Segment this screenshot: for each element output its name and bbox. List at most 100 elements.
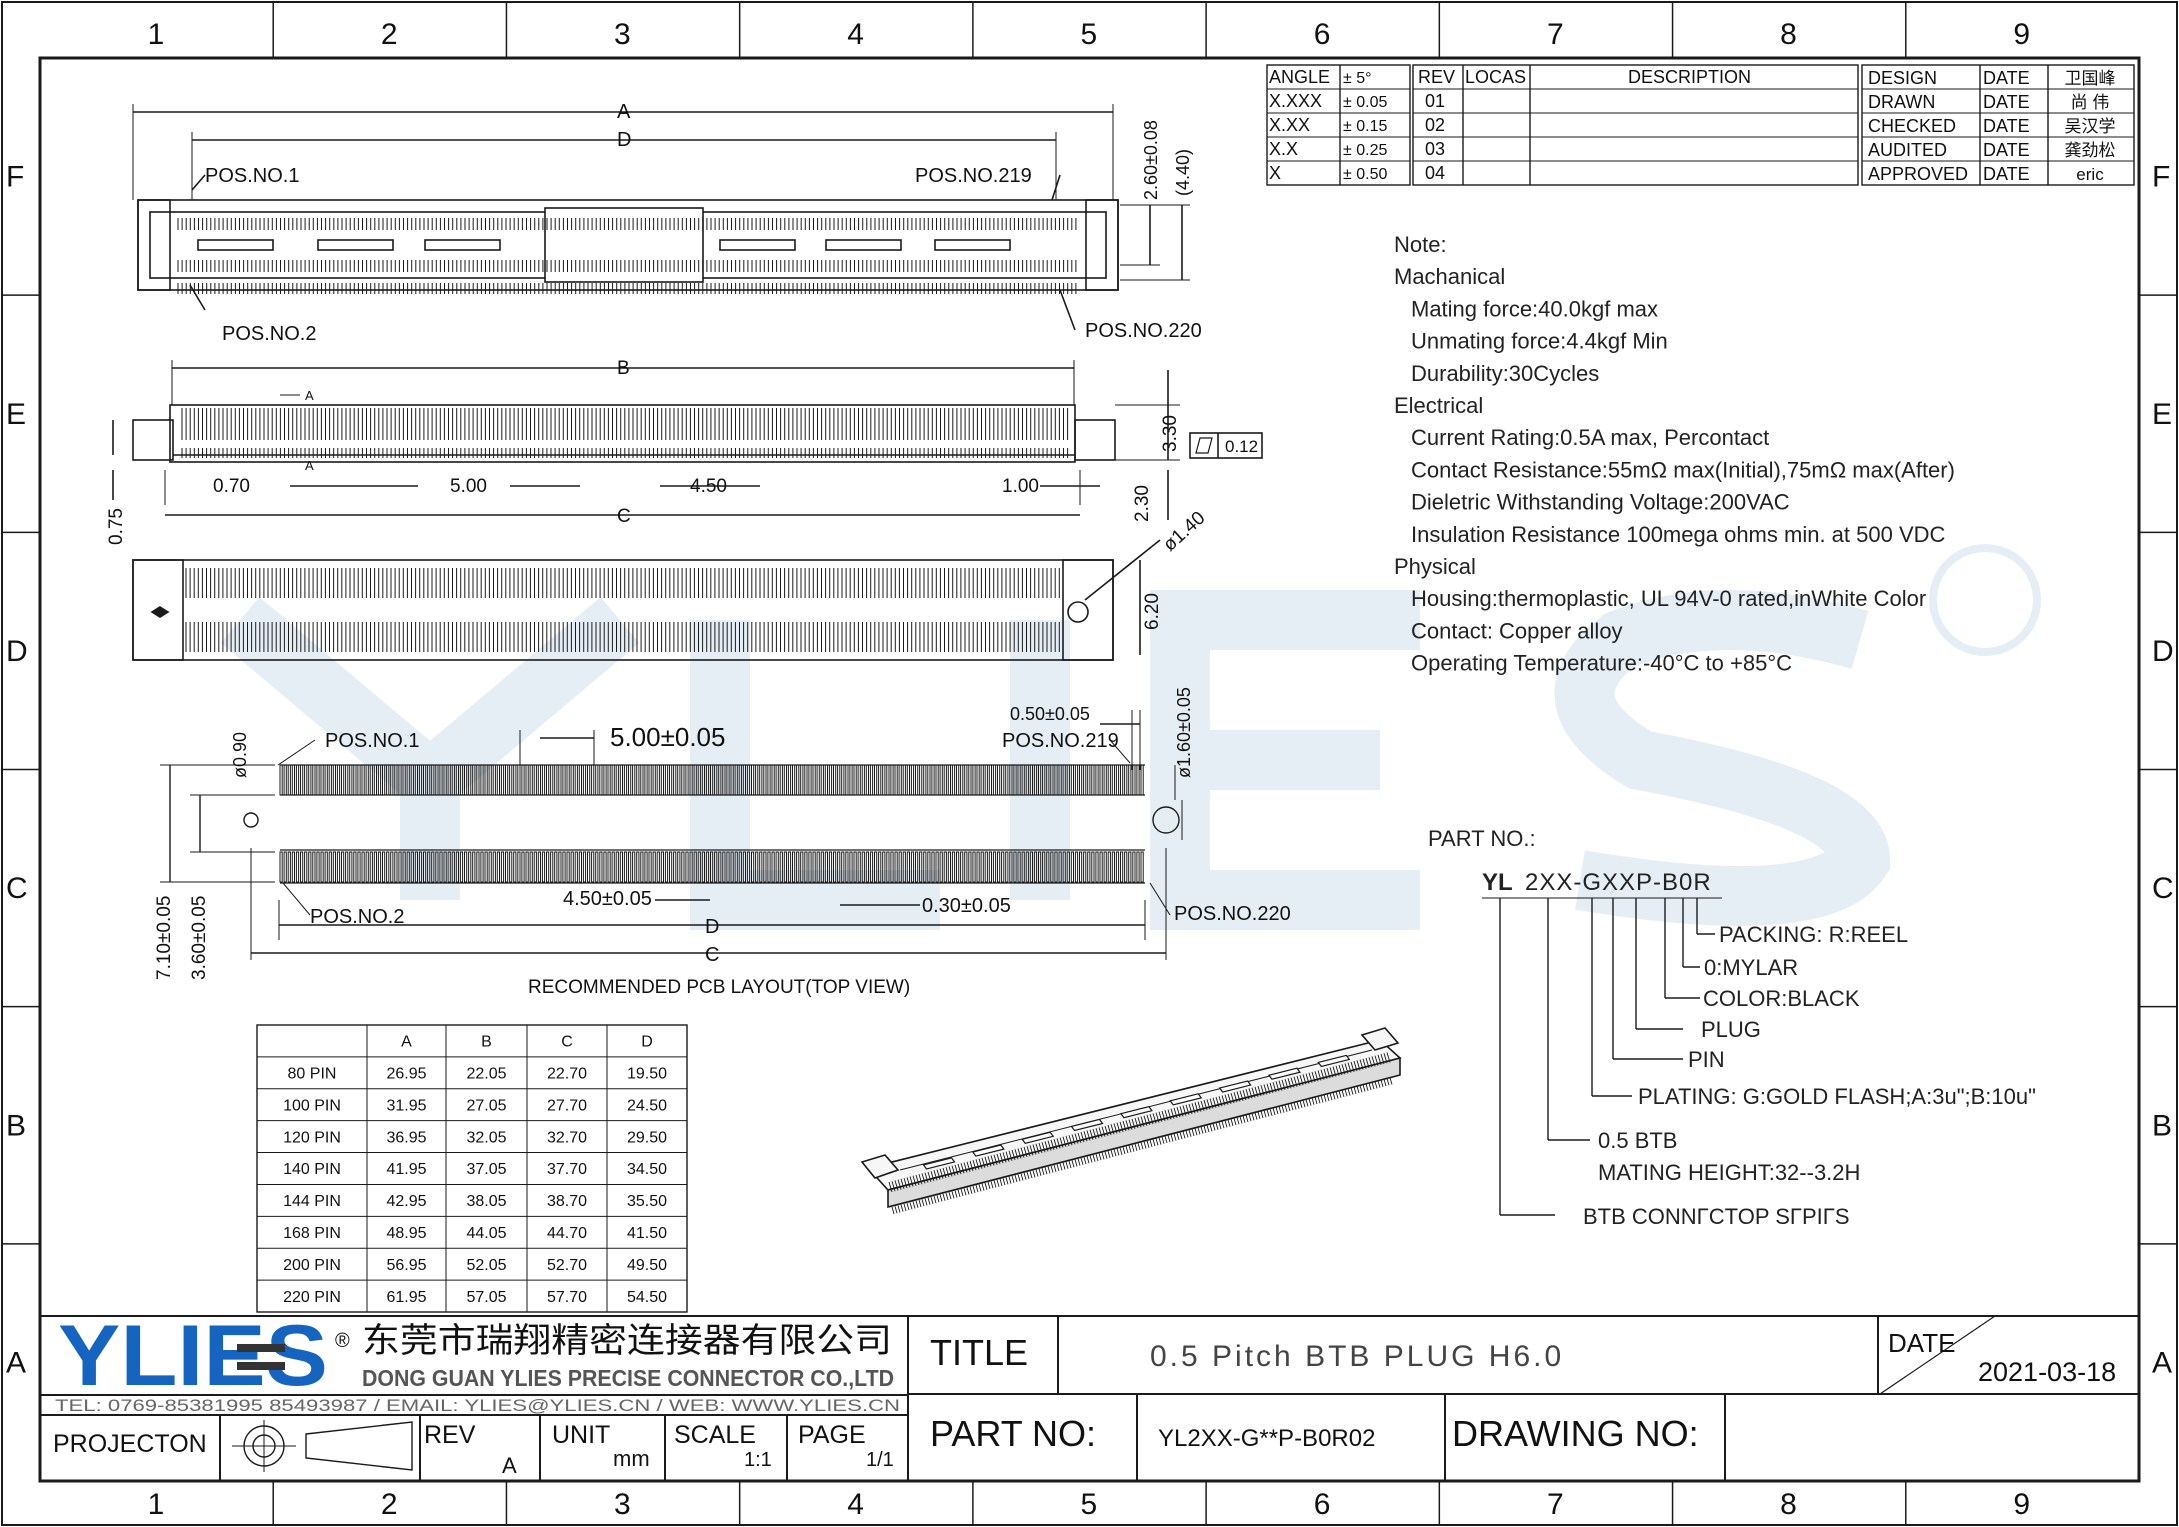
table-cell: 38.70 (547, 1193, 587, 1210)
column-label-bottom: 1 (148, 1488, 165, 1521)
unit-label: UNIT (552, 1421, 610, 1449)
note-line: Housing:thermoplastic, UL 94V-0 rated,in… (1411, 586, 1926, 611)
tolerance-label: X (1269, 163, 1281, 183)
column-label-top: 6 (1314, 18, 1331, 51)
part-no-heading: PART NO.: (1428, 826, 1536, 851)
part-no-callout: PLUG (1701, 1017, 1761, 1042)
row-label-left: E (6, 398, 26, 431)
note-line: Mating force:40.0kgf max (1411, 296, 1658, 321)
rev-number: 01 (1425, 91, 1445, 111)
part-no-prefix: YL (1482, 869, 1513, 896)
table-cell: 24.50 (627, 1097, 667, 1114)
approval-name: 吴汉学 (2065, 117, 2116, 136)
pitch-450-label: 4.50±0.05 (563, 888, 652, 910)
table-cell: 34.50 (627, 1161, 667, 1178)
table-cell: 37.05 (466, 1161, 506, 1178)
table-row-label: 140 PIN (283, 1161, 341, 1178)
tolerance-label: X.X (1269, 139, 1298, 159)
table-cell: 52.70 (547, 1257, 587, 1274)
bottom-view (132, 539, 1161, 661)
table-cell: 19.50 (627, 1066, 667, 1083)
dim-100-label: 1.00 (1002, 476, 1039, 497)
pcb-dim-c-label: C (705, 944, 719, 966)
approval-date-label: DATE (1983, 68, 2030, 88)
vert-710-label: 7.10±0.05 (154, 896, 175, 980)
note-line: Operating Temperature:-40°C to +85°C (1411, 651, 1792, 676)
scale-label: SCALE (674, 1421, 756, 1449)
column-label-top: 9 (2013, 18, 2030, 51)
column-label-bottom: 8 (1780, 1488, 1797, 1521)
approval-role: CHECKED (1868, 116, 1956, 136)
note-line: Note: (1394, 232, 1447, 257)
part-no-code: 2XX-GXXP-B0R (1525, 869, 1712, 896)
height-440-label: (4.40) (1173, 149, 1193, 196)
approval-name: 龚劲松 (2065, 141, 2116, 160)
tolerance-label: X.XX (1269, 115, 1310, 135)
row-label-right: E (2152, 398, 2172, 431)
rev-value: A (502, 1453, 517, 1478)
row-label-left: F (6, 161, 24, 194)
rev-number: 02 (1425, 115, 1445, 135)
flatness-label: 0.12 (1225, 437, 1258, 456)
table-cell: 32.05 (466, 1129, 506, 1146)
pitch-050-label: 0.50±0.05 (1010, 704, 1090, 724)
pcb-layout-caption: RECOMMENDED PCB LAYOUT(TOP VIEW) (528, 977, 910, 998)
hole-160-label: ø1.60±0.05 (1174, 687, 1194, 778)
pcb-pos-no-219: POS.NO.219 (1002, 730, 1119, 752)
approval-role: DESIGN (1868, 68, 1937, 88)
dim-230-label: 2.30 (1132, 485, 1153, 522)
column-label-bottom: 3 (614, 1488, 631, 1521)
row-label-left: A (6, 1346, 26, 1379)
note-line: Contact Resistance:55mΩ max(Initial),75m… (1411, 457, 1955, 482)
table-cell: 57.05 (466, 1289, 506, 1306)
column-label-bottom: 2 (381, 1488, 398, 1521)
pad-030-label: 0.30±0.05 (922, 895, 1011, 917)
rev-number: 04 (1425, 163, 1445, 183)
table-cell: 22.70 (547, 1066, 587, 1083)
scale-value: 1:1 (744, 1449, 772, 1471)
top-view (132, 104, 1190, 331)
note-line: Physical (1394, 554, 1476, 579)
table-cell: 41.50 (627, 1225, 667, 1242)
description-header: DESCRIPTION (1628, 67, 1751, 87)
top-view-labels: A D POS.NO.1 POS.NO.2 POS.NO.219 POS.NO.… (205, 101, 1202, 345)
table-cell: 27.05 (466, 1097, 506, 1114)
drawing-no-label: DRAWING NO: (1452, 1413, 1699, 1454)
isometric-connector (860, 1027, 1402, 1215)
tolerance-value: ± 5° (1343, 70, 1372, 87)
section-a-bottom: A (305, 458, 314, 473)
revision-block (1266, 64, 2135, 186)
date-value: 2021-03-18 (1978, 1357, 2116, 1387)
note-line: Unmating force:4.4kgf Min (1411, 329, 1668, 354)
column-label-bottom: 9 (2013, 1488, 2030, 1521)
tolerance-value: ± 0.25 (1343, 142, 1387, 159)
approval-date-label: DATE (1983, 92, 2030, 112)
part-no-callout: COLOR:BLACK (1703, 986, 1860, 1011)
table-cell: 27.70 (547, 1097, 587, 1114)
dimension-table (256, 1024, 688, 1313)
table-cell: 61.95 (386, 1289, 426, 1306)
table-header-cell: A (401, 1034, 412, 1051)
title-block-text: 东莞市瑞翔精密连接器有限公司 DONG GUAN YLIES PRECISE C… (53, 1322, 2116, 1478)
part-no-callout: PLATING: G:GOLD FLASH;A:3u";B:10u" (1638, 1084, 2036, 1109)
table-cell: 52.05 (466, 1257, 506, 1274)
locas-header: LOCAS (1465, 67, 1526, 87)
table-cell: 41.95 (386, 1161, 426, 1178)
column-label-top: 2 (381, 18, 398, 51)
dim-d-label: D (617, 129, 631, 151)
logo-text: YLIES (58, 1308, 328, 1404)
table-cell: 26.95 (386, 1066, 426, 1083)
note-line: Durability:30Cycles (1411, 361, 1599, 386)
note-line: Current Rating:0.5A max, Percontact (1411, 425, 1769, 450)
column-label-top: 7 (1547, 18, 1564, 51)
part-no-label: PART NO: (930, 1413, 1096, 1454)
tolerance-value: ± 0.15 (1343, 118, 1387, 135)
side-view (112, 360, 1263, 520)
title-value: 0.5 Pitch BTB PLUG H6.0 (1150, 1340, 1564, 1373)
tolerance-value: ± 0.05 (1343, 94, 1387, 111)
part-no-callout: MATING HEIGHT:32--3.2H (1598, 1160, 1860, 1185)
dim-500-label: 5.00 (450, 476, 487, 497)
